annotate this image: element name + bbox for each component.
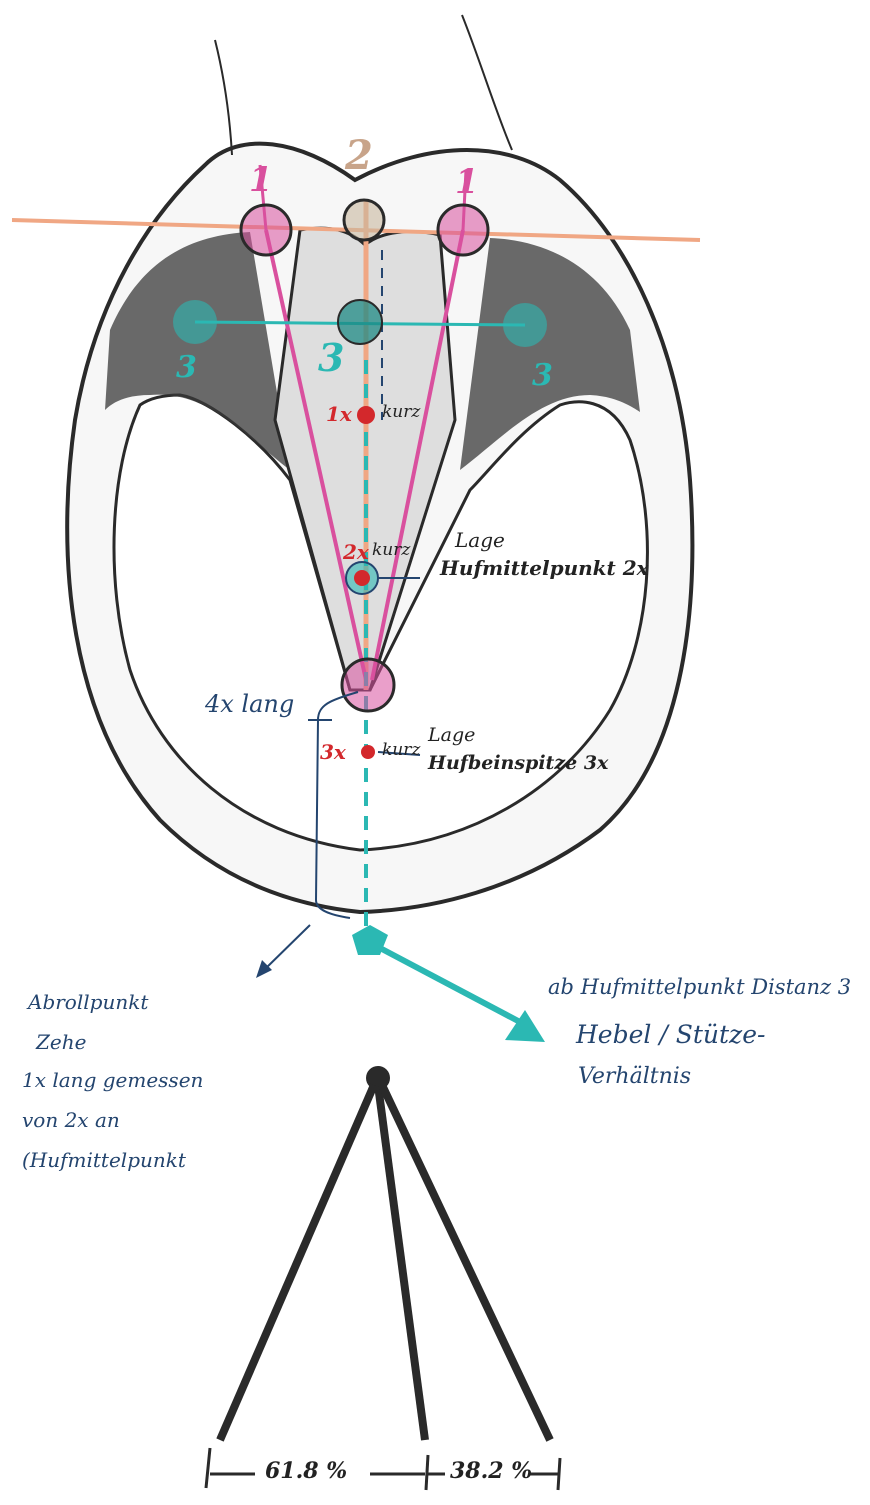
left-heel-bulb-line	[215, 40, 232, 155]
marker-1-left: 1	[249, 160, 273, 200]
arrow-breakover-head	[256, 960, 272, 978]
arrow-lever	[380, 948, 520, 1022]
arrow-breakover	[262, 925, 310, 972]
frog-apex-circle	[342, 659, 394, 711]
tip-title-2: Hufbeinspitze 3x	[428, 752, 608, 774]
center-title-1: Lage	[455, 528, 505, 552]
right-heel-bulb-line	[462, 15, 512, 150]
point-2x	[354, 570, 370, 586]
tripod-leg-right	[382, 1085, 550, 1440]
breakover-line-2: Zehe	[36, 1030, 86, 1054]
point-1x	[357, 406, 375, 424]
ratio-tick-left	[206, 1448, 210, 1488]
four-x-long-label: 4x lang	[205, 690, 294, 718]
breakover-line-4: von 2x an	[22, 1108, 120, 1132]
tripod-leg-middle	[378, 1085, 425, 1440]
heel-circle-right	[438, 205, 488, 255]
ratio-tick-mid	[426, 1455, 428, 1490]
ratio-tick-right	[558, 1458, 560, 1490]
lever-line-2: Hebel / Stütze-	[576, 1020, 765, 1049]
marker-1-right: 1	[455, 162, 479, 202]
point-3x	[361, 745, 375, 759]
breakover-line-3: 1x lang gemessen	[22, 1068, 203, 1092]
width-circle-left	[173, 300, 217, 344]
label-1x: 1x	[326, 402, 352, 426]
center-title-2: Hufmittelpunkt 2x	[440, 556, 649, 580]
heel-circle-left	[241, 205, 291, 255]
marker-3-right: 3	[532, 358, 553, 393]
label-2x: 2x	[343, 540, 369, 564]
label-1x-note: kurz	[382, 402, 420, 422]
marker-3-center: 3	[318, 335, 344, 380]
center-top-circle	[344, 200, 384, 240]
lever-line-3: Verhältnis	[578, 1064, 691, 1089]
width-circle-right	[503, 303, 547, 347]
breakover-line-5: (Hufmittelpunkt	[22, 1148, 186, 1172]
label-3x-note: kurz	[382, 740, 420, 760]
lever-line-1: ab Hufmittelpunkt Distanz 3	[548, 975, 851, 999]
breakover-line-1: Abrollpunkt	[28, 990, 148, 1014]
ratio-left-label: 61.8 %	[265, 1458, 347, 1484]
tip-title-1: Lage	[428, 724, 475, 746]
ratio-right-label: 38.2 %	[450, 1458, 532, 1484]
marker-2-center: 2	[345, 132, 373, 179]
tripod-leg-left	[220, 1085, 374, 1440]
width-circle-center	[338, 300, 382, 344]
marker-3-left: 3	[176, 350, 197, 385]
label-3x: 3x	[320, 740, 346, 764]
label-2x-note: kurz	[372, 540, 410, 560]
